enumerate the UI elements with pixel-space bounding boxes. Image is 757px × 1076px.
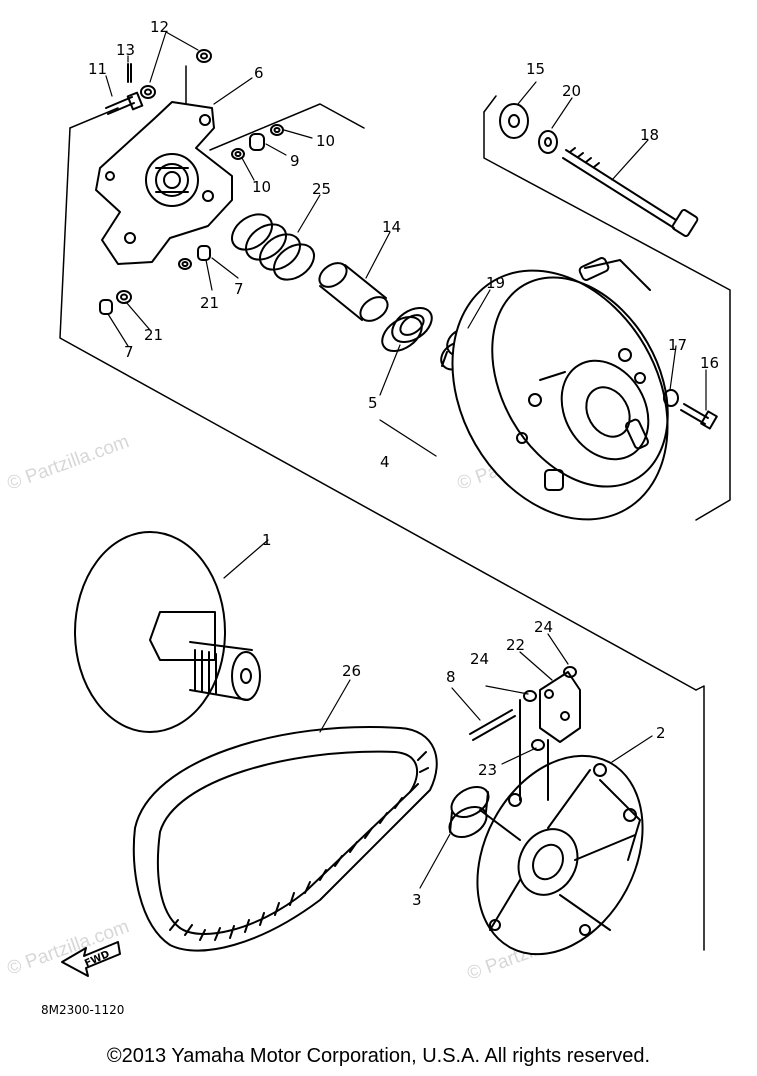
hardware-right: [663, 389, 718, 430]
forward-arrow: [61, 941, 121, 977]
callout-3: 3: [412, 891, 422, 909]
callout-9: 9: [290, 152, 300, 170]
primary-hardware: [469, 666, 581, 801]
callout-13: 13: [116, 41, 135, 59]
callout-2: 2: [656, 724, 666, 742]
callout-24: 24: [534, 618, 553, 636]
callout-7: 7: [124, 343, 134, 361]
callout-22: 22: [506, 636, 525, 654]
drawing-code: 8M2300-1120: [41, 1003, 125, 1017]
callout-21: 21: [144, 326, 163, 344]
callout-18: 18: [640, 126, 659, 144]
sliding-sheave: [451, 257, 669, 521]
hardware-top-right: [499, 103, 699, 237]
drive-belt: [132, 726, 438, 952]
primary-sliding-sheave: [476, 754, 644, 956]
primary-bushing: [448, 785, 490, 839]
callout-11: 11: [88, 60, 107, 78]
callout-19: 19: [486, 274, 505, 292]
spring: [231, 213, 315, 281]
callout-8: 8: [446, 668, 456, 686]
callout-16: 16: [700, 354, 719, 372]
callout-10: 10: [252, 178, 271, 196]
copyright-notice: ©2013 Yamaha Motor Corporation, U.S.A. A…: [106, 1045, 651, 1067]
callout-4: 4: [380, 453, 390, 471]
watermark: © Partzilla.com: [5, 431, 132, 495]
callouts: 1 2 3 4 5 6 7 7 8 9 10 10 11 12 13 14 15…: [83, 18, 719, 970]
callout-1: 1: [262, 531, 272, 549]
collar: [318, 262, 389, 322]
fixed-sheave-spider: [95, 101, 233, 265]
callout-20: 20: [562, 82, 581, 100]
callout-6: 6: [254, 64, 264, 82]
callout-12: 12: [150, 18, 169, 36]
callout-15: 15: [526, 60, 545, 78]
callout-5: 5: [368, 394, 378, 412]
callout-21: 21: [200, 294, 219, 312]
callout-25: 25: [312, 180, 331, 198]
callout-24: 24: [470, 650, 489, 668]
callout-10: 10: [316, 132, 335, 150]
callout-17: 17: [668, 336, 687, 354]
callout-26: 26: [342, 662, 361, 680]
leader-lines: [105, 31, 707, 889]
bearing: [381, 306, 433, 353]
callout-14: 14: [382, 218, 401, 236]
callout-7: 7: [234, 280, 244, 298]
callout-23: 23: [478, 761, 497, 779]
hardware-top-left: [99, 49, 284, 315]
primary-sheave: [74, 531, 261, 733]
